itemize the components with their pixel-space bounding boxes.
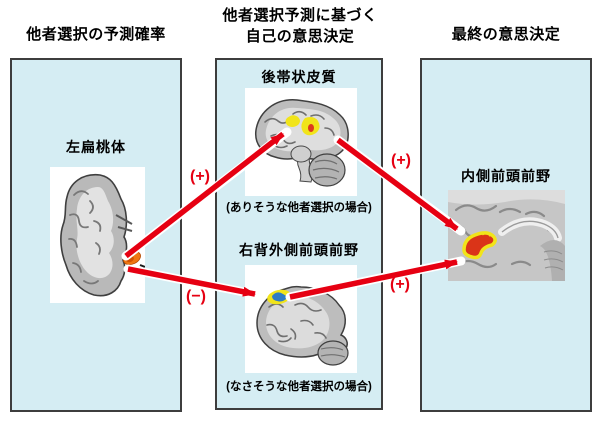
caption-likely-choice: (ありそうな他者選択の場合) xyxy=(226,202,372,214)
header-line-2: 自己の意思決定 xyxy=(245,28,355,45)
caption-unlikely-choice: (なさそうな他者選択の場合) xyxy=(226,381,372,393)
region-label-dlpfc: 右背外側前頭前野 xyxy=(239,242,359,258)
amygdala-brain-image xyxy=(50,167,145,303)
sign-label-pcc-mpfc: (+) xyxy=(391,152,411,169)
dlpfc-brain-image xyxy=(245,265,357,373)
column-header-final-decision: 最終の意思決定 xyxy=(451,26,561,43)
region-label-amygdala: 左扁桃体 xyxy=(66,139,126,155)
sign-label-amygdala-pcc: (+) xyxy=(190,168,210,185)
pcc-brain-image xyxy=(245,88,357,196)
medial-brain-graphic xyxy=(448,190,565,281)
region-label-pcc: 後帯状皮質 xyxy=(261,69,337,85)
sign-label-dlpfc-mpfc: (+) xyxy=(390,276,410,293)
column-header-prediction: 他者選択の予測確率 xyxy=(26,26,166,43)
coronal-brain-graphic xyxy=(60,173,145,297)
column-header-self-decision: 他者選択予測に基づく 自己の意思決定 xyxy=(198,5,402,47)
sign-label-amygdala-dlpfc: (−) xyxy=(186,288,206,305)
mpfc-brain-image xyxy=(448,190,565,281)
header-line-1: 他者選択予測に基づく xyxy=(222,7,378,24)
sagittal-brain-graphic xyxy=(255,99,349,187)
lateral-brain-graphic xyxy=(256,285,349,366)
region-label-mpfc: 内側前頭前野 xyxy=(461,168,551,184)
